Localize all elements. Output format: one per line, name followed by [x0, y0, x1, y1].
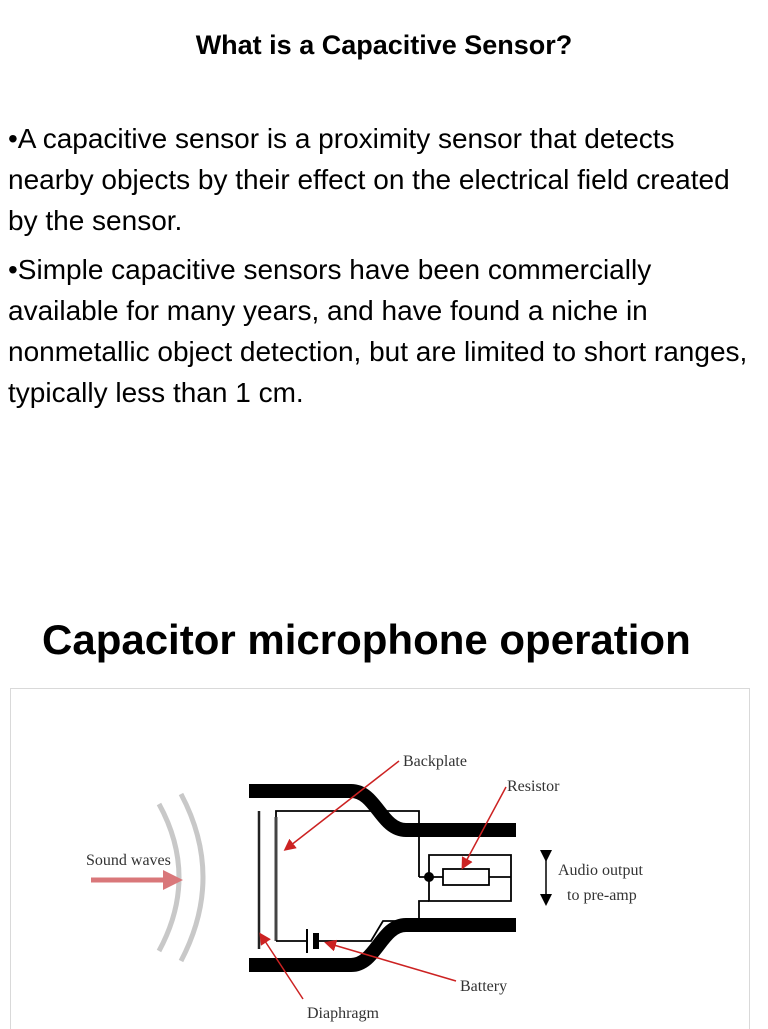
bullet-list: •A capacitive sensor is a proximity sens… — [8, 118, 760, 421]
junction-dot — [424, 872, 434, 882]
backplate-pointer — [283, 760, 400, 851]
label-sound-waves: Sound waves — [86, 852, 171, 869]
circuit-wire-battery — [319, 900, 429, 942]
sound-wave-inner — [156, 802, 182, 953]
circuit-wire-top — [275, 810, 420, 877]
battery-plate-short — [313, 933, 319, 949]
label-diaphragm: Diaphragm — [307, 1005, 380, 1022]
label-battery: Battery — [460, 978, 507, 995]
resistor-pointer — [461, 786, 507, 870]
mic-body-bottom — [249, 918, 516, 972]
diagram-svg: Backplate Resistor Sound waves Audio out… — [86, 753, 643, 1022]
sound-wave-outer — [178, 792, 206, 963]
bullet-item: •A capacitive sensor is a proximity sens… — [8, 123, 730, 236]
microphone-diagram: Backplate Resistor Sound waves Audio out… — [10, 688, 750, 1029]
section-heading: Capacitor microphone operation — [42, 616, 691, 663]
sound-arrow-head — [163, 870, 183, 890]
label-backplate: Backplate — [403, 753, 467, 770]
diaphragm-pointer — [259, 932, 304, 1000]
label-audio-output: Audio output — [558, 862, 643, 879]
bullet-item: •Simple capacitive sensors have been com… — [8, 254, 748, 408]
battery-pointer — [324, 939, 457, 982]
label-audio-output-line2: to pre-amp — [567, 887, 637, 904]
resistor — [442, 868, 490, 886]
label-resistor: Resistor — [507, 778, 560, 795]
slide-title: What is a Capacitive Sensor? — [195, 30, 573, 60]
